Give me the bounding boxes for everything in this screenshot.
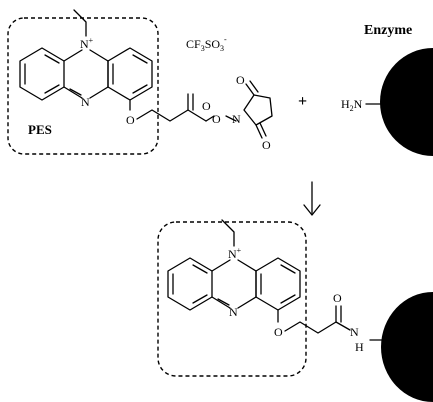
pes-right-ring [107, 47, 153, 101]
imide-o-top-label: O [236, 73, 245, 87]
succinimide-ring [243, 80, 273, 139]
conjugate-dashed-box [157, 221, 307, 377]
pes-n-plus-label: N+ [80, 36, 94, 51]
conjugate-o-label: O [274, 325, 283, 339]
conjugate-right-ring [255, 257, 301, 311]
enzyme-shape-top [380, 48, 433, 156]
pes-n-label: N [81, 95, 90, 109]
pes-label: PES [28, 122, 52, 137]
o-n-bond [225, 115, 237, 122]
pes-linker-chain [136, 109, 207, 122]
amide-n-label: N [350, 325, 359, 339]
conjugate-n-label: N [229, 305, 238, 319]
amide-o-label: O [333, 291, 342, 305]
conjugate-linker-chain [284, 321, 351, 334]
pes-left-ring [19, 47, 65, 101]
amide-h-label: H [355, 340, 364, 354]
pes-ethyl-group [73, 9, 87, 37]
pes-o-label: O [126, 113, 135, 127]
imide-o-bottom-label: O [262, 138, 271, 152]
amine-h2n-label: H2N [341, 97, 363, 113]
counter-ion-label: CF3SO3- [186, 35, 227, 53]
conjugate-ethyl-group [221, 219, 235, 247]
ester-o-bond [205, 115, 215, 122]
ester-o-label: O [202, 99, 211, 113]
conjugate-n-plus-label: N+ [228, 246, 242, 261]
plus-sign: + [298, 93, 307, 110]
enzyme-title: Enzyme [364, 23, 412, 38]
pes-dashed-box [7, 17, 159, 155]
pes-central-ring [63, 49, 109, 99]
conjugate-central-ring [211, 259, 257, 309]
enzyme-shape-bottom [381, 292, 433, 402]
succinimide-n-label: N [232, 112, 241, 126]
ester-o2-label: O [212, 112, 221, 126]
reaction-arrow [303, 181, 321, 216]
conjugate-left-ring [167, 257, 213, 311]
